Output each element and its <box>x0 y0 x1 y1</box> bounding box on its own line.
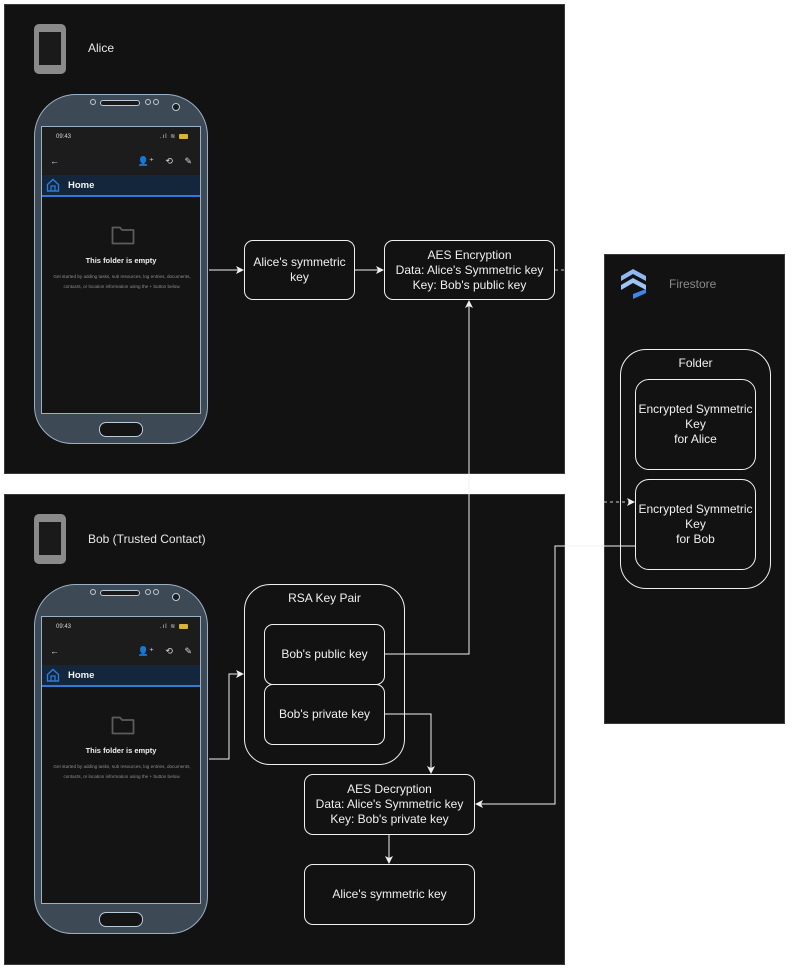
wifi-icon: ≋ <box>170 134 177 140</box>
alice-symmetric-key-result-box: Alice's symmetric key <box>304 864 475 925</box>
box-line: Key <box>685 417 706 431</box>
mobile-device-icon <box>34 514 66 564</box>
status-time: 09:43 <box>56 624 72 630</box>
firestore-folder-group: Folder <box>620 349 771 589</box>
status-time: 09:43 <box>56 134 72 140</box>
box-line: AES Decryption <box>347 782 432 796</box>
battery-icon <box>179 133 188 139</box>
folder-icon <box>111 226 135 245</box>
rsa-key-pair-group: RSA Key Pair <box>244 584 405 765</box>
box-line: AES Encryption <box>427 247 512 262</box>
box-line: Data: Alice's Symmetric key <box>395 262 544 277</box>
signal-icon: .ıl <box>159 134 168 140</box>
phone-camera <box>172 593 180 601</box>
battery-icon <box>179 623 188 629</box>
aes-decryption-box: AES Decryption Data: Alice's Symmetric k… <box>304 774 475 835</box>
phone-camera <box>172 103 180 111</box>
edit-pencil-icon[interactable]: ✎ <box>184 646 192 656</box>
encrypted-key-bob-box: Encrypted Symmetric Key for Bob <box>635 479 756 570</box>
add-person-icon[interactable]: 👤⁺ <box>137 646 154 656</box>
history-icon[interactable]: ⟲ <box>165 646 173 656</box>
box-label: Alice's symmetric key <box>253 255 346 284</box>
home-icon <box>46 178 60 192</box>
box-line: Encrypted Symmetric <box>638 402 753 416</box>
sensor-dot <box>153 99 159 105</box>
sensor-dot <box>90 99 96 105</box>
status-icons: .ıl ≋ <box>160 133 188 140</box>
phone-screen: 09:43 .ıl ≋ ← 👤⁺ ⟲ ✎ Home This folder is… <box>41 126 201 414</box>
alice-phone: 09:43 .ıl ≋ ← 👤⁺ ⟲ ✎ Home This folder is… <box>34 94 208 444</box>
home-icon <box>46 668 60 682</box>
phone-home-button <box>99 422 143 437</box>
phone-screen: 09:43 .ıl ≋ ← 👤⁺ ⟲ ✎ Home This folder is… <box>41 616 201 904</box>
wifi-icon: ≋ <box>170 624 177 630</box>
alice-panel-title: Alice <box>88 41 115 55</box>
home-breadcrumb[interactable]: Home <box>42 665 200 687</box>
history-icon[interactable]: ⟲ <box>165 156 173 166</box>
box-line: Key: Bob's public key <box>412 277 527 292</box>
box-label: Alice's symmetric key <box>332 887 447 901</box>
box-line: Data: Alice's Symmetric key <box>315 797 464 811</box>
box-line: for Bob <box>676 532 715 546</box>
rsa-group-title: RSA Key Pair <box>288 591 361 605</box>
alice-symmetric-key-box: Alice's symmetric key <box>244 240 355 300</box>
folder-title: Folder <box>678 356 713 370</box>
empty-state-title: This folder is empty <box>85 746 157 755</box>
back-arrow-icon[interactable]: ← <box>50 646 59 656</box>
box-line: Key <box>685 517 706 531</box>
home-title: Home <box>68 180 95 191</box>
empty-state-description: Get started by adding tasks, sub resourc… <box>53 274 191 289</box>
box-line: Key: Bob's private key <box>330 812 449 826</box>
empty-state-title: This folder is empty <box>85 256 157 265</box>
sensor-dot <box>153 589 159 595</box>
firestore-logo-icon <box>621 269 646 299</box>
box-label: Bob's private key <box>278 707 370 721</box>
bob-panel-title: Bob (Trusted Contact) <box>88 532 206 546</box>
sensor-dot <box>145 589 151 595</box>
box-line: Encrypted Symmetric <box>638 502 753 516</box>
edit-pencil-icon[interactable]: ✎ <box>184 156 192 166</box>
bob-phone: 09:43 .ıl ≋ ← 👤⁺ ⟲ ✎ Home This folder is… <box>34 584 208 934</box>
signal-icon: .ıl <box>159 624 168 630</box>
phone-home-button <box>99 912 143 927</box>
home-title: Home <box>68 670 95 681</box>
phone-speaker <box>100 100 140 106</box>
bob-public-key-box: Bob's public key <box>264 624 385 685</box>
mobile-device-icon <box>34 24 66 74</box>
phone-speaker <box>100 590 140 596</box>
add-person-icon[interactable]: 👤⁺ <box>137 156 154 166</box>
firestore-title: Firestore <box>669 277 717 291</box>
encrypted-key-alice-box: Encrypted Symmetric Key for Alice <box>635 379 756 470</box>
box-label: Bob's public key <box>281 647 368 661</box>
app-toolbar: ← 👤⁺ ⟲ ✎ <box>42 639 200 665</box>
status-icons: .ıl ≋ <box>160 623 188 630</box>
status-bar: 09:43 .ıl ≋ <box>42 617 200 639</box>
empty-state-description: Get started by adding tasks, sub resourc… <box>53 764 191 779</box>
folder-icon <box>111 716 135 735</box>
status-bar: 09:43 .ıl ≋ <box>42 127 200 149</box>
home-breadcrumb[interactable]: Home <box>42 175 200 197</box>
sensor-dot <box>90 589 96 595</box>
aes-encryption-box: AES Encryption Data: Alice's Symmetric k… <box>384 240 555 300</box>
box-line: for Alice <box>674 432 717 446</box>
sensor-dot <box>145 99 151 105</box>
back-arrow-icon[interactable]: ← <box>50 156 59 166</box>
app-toolbar: ← 👤⁺ ⟲ ✎ <box>42 149 200 175</box>
bob-private-key-box: Bob's private key <box>264 684 385 745</box>
